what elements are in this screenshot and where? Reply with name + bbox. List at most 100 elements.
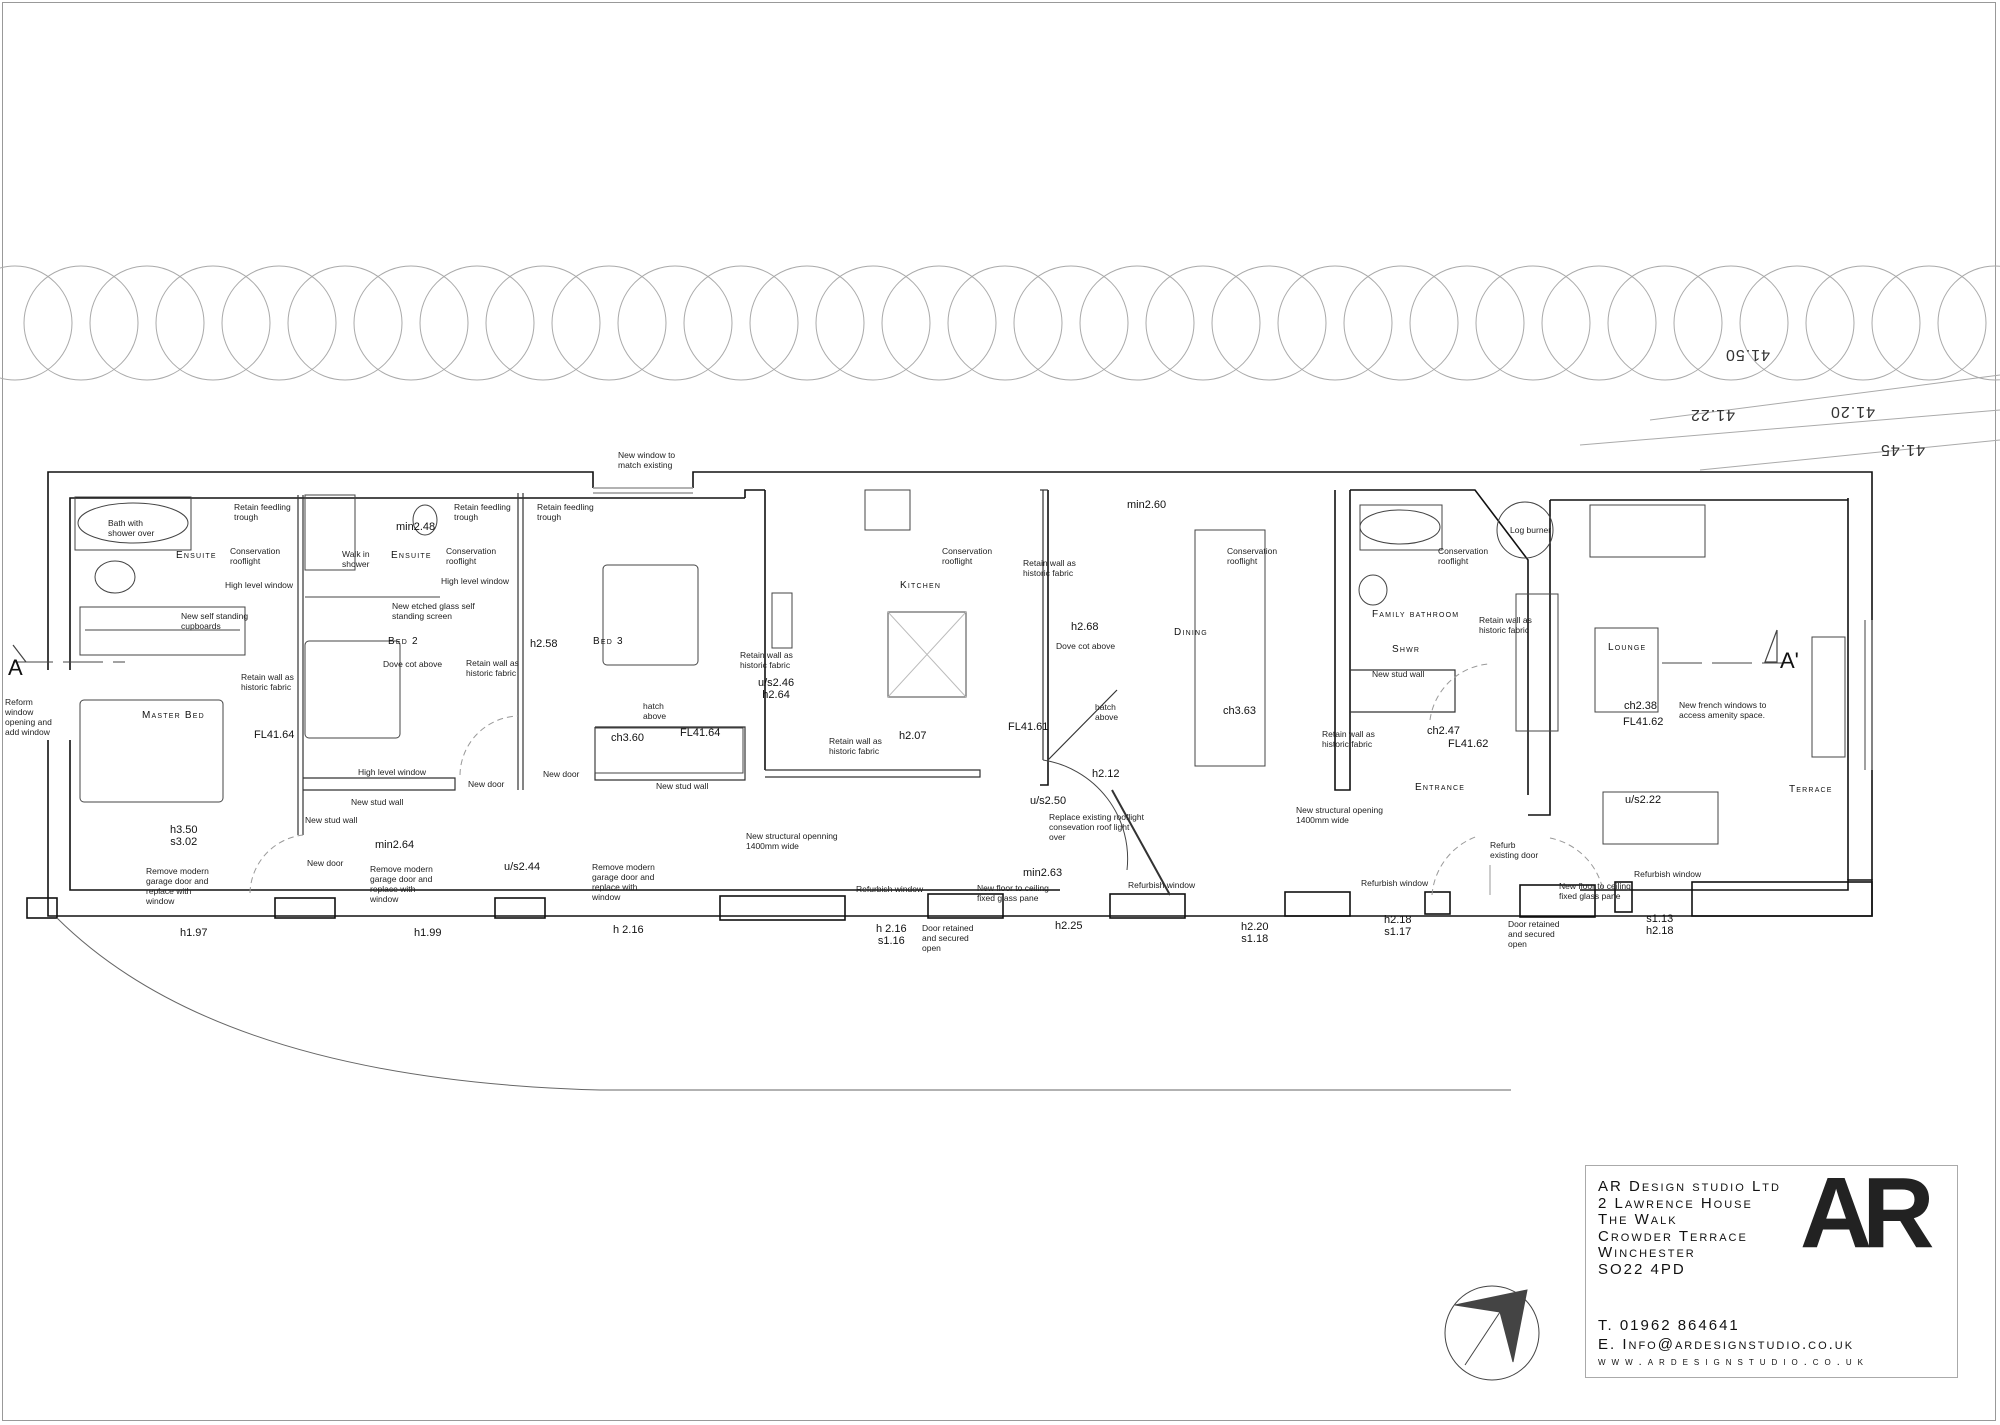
tree-canopy — [749, 265, 865, 381]
dimension-label: min2.60 — [1127, 499, 1167, 511]
room-master-bed: Master Bed — [142, 710, 205, 721]
dimension-label: u/s2.50 — [1030, 795, 1067, 807]
annotation-note: New stud wall — [351, 797, 404, 807]
dimension-label: FL41.62 — [1448, 738, 1489, 750]
tree-canopy — [1673, 265, 1789, 381]
tree-canopy — [1079, 265, 1195, 381]
tree-canopy — [0, 265, 73, 381]
room-family-bathroom: Family bathroom — [1372, 609, 1460, 620]
level-41-50: 41.50 — [1725, 346, 1771, 363]
section-line — [13, 661, 1790, 664]
annotation-note: New door — [307, 858, 344, 868]
tree-canopy — [947, 265, 1063, 381]
annotation-note: Door retained and secured open — [922, 923, 974, 953]
annotation-note: New stud wall — [1372, 669, 1425, 679]
annotation-note: Log burner — [1510, 525, 1552, 535]
tree-canopy — [815, 265, 931, 381]
section-mark-a-prime: A' — [1780, 648, 1799, 673]
annotation-note: Retain feedling trough — [537, 502, 594, 522]
address-line: 2 Lawrence House — [1598, 1195, 1753, 1212]
tree-canopy — [1211, 265, 1327, 381]
annotation-note: Replace existing rooflight consevation r… — [1049, 812, 1144, 842]
level-41-45: 41.45 — [1880, 441, 1926, 458]
annotation-note: Bath with shower over — [108, 518, 155, 538]
dimension-label: h2.07 — [899, 730, 927, 742]
dimension-label: h1.97 — [180, 927, 208, 939]
room-dining: Dining — [1174, 627, 1208, 638]
annotation-note: Retain wall as historic fabric — [740, 650, 793, 670]
tree-canopy — [881, 265, 997, 381]
dimension-label: ch2.47 — [1427, 725, 1461, 737]
level-lines — [1579, 374, 2000, 471]
annotation-note: Door retained and secured open — [1508, 919, 1560, 949]
annotation-note: Reform window opening and add window — [5, 697, 52, 737]
address-line: Crowder Terrace — [1598, 1228, 1748, 1245]
dimension-label: ch2.38 — [1624, 700, 1658, 712]
tree-canopy — [1937, 265, 2000, 381]
annotation-note: Retain feedling trough — [454, 502, 511, 522]
annotation-note: Retain wall as historic fabric — [241, 672, 294, 692]
website-link[interactable]: www.ardesignstudio.co.uk — [1598, 1356, 1869, 1368]
tree-canopy — [617, 265, 733, 381]
dimension-label: u/s2.46 h2.64 — [758, 677, 795, 701]
room-bed-3: Bed 3 — [593, 636, 624, 647]
dimension-label: s1.13 h2.18 — [1646, 913, 1674, 937]
dimension-label: h 2.16 s1.16 — [876, 923, 907, 947]
annotation-note: Conservation rooflight — [230, 546, 281, 566]
annotation-note: New door — [468, 779, 505, 789]
tree-canopy — [485, 265, 601, 381]
annotation-note: Conservation rooflight — [1438, 546, 1489, 566]
dimension-label: FL41.61 — [1008, 721, 1049, 733]
dimension-label: h2.20 s1.18 — [1241, 921, 1269, 945]
annotation-note: hatch above — [1095, 702, 1119, 722]
address-line: Winchester — [1598, 1244, 1696, 1261]
tree-canopy — [89, 265, 205, 381]
tree-canopy — [1013, 265, 1129, 381]
room-ensuite-2: Ensuite — [391, 550, 432, 561]
section-arrow-a-prime — [1764, 629, 1778, 663]
annotation-note: hatch above — [643, 701, 667, 721]
section-mark-a: A — [8, 655, 23, 680]
dimension-label: FL41.64 — [680, 727, 721, 739]
tree-canopy — [287, 265, 403, 381]
tree-canopy — [551, 265, 667, 381]
north-arrow-icon — [1444, 1285, 1540, 1381]
dimension-label: h1.99 — [414, 927, 442, 939]
dimension-label: u/s2.22 — [1625, 794, 1662, 806]
tree-canopy — [1871, 265, 1987, 381]
tree-canopy — [1805, 265, 1921, 381]
annotation-note: Dove cot above — [383, 659, 443, 669]
annotation-note: New floor to ceiling fixed glass pane — [1559, 881, 1631, 901]
room-ensuite-1: Ensuite — [176, 550, 217, 561]
annotation-note: Retain wall as historic fabric — [1479, 615, 1532, 635]
annotation-note: Remove modern garage door and replace wi… — [146, 866, 209, 906]
level-41-22: 41.22 — [1690, 406, 1736, 423]
dimension-label: min2.48 — [396, 521, 436, 533]
annotation-note: Retain wall as historic fabric — [466, 658, 519, 678]
dimension-label: h2.25 — [1055, 920, 1083, 932]
dimension-label: h2.68 — [1071, 621, 1099, 633]
annotation-note: Retain wall as historic fabric — [1023, 558, 1076, 578]
company-name: AR Design studio Ltd — [1598, 1178, 1781, 1195]
dimension-label: h 2.16 — [613, 924, 644, 936]
annotation-note: Conservation rooflight — [446, 546, 497, 566]
annotation-note: Walk in shower — [342, 549, 370, 569]
outer-walls — [26, 471, 1873, 921]
room-terrace: Terrace — [1789, 784, 1833, 795]
dimension-label: h2.58 — [530, 638, 558, 650]
dimension-label: FL41.62 — [1623, 716, 1664, 728]
room-bed-2: Bed 2 — [388, 636, 419, 647]
tree-canopy — [1475, 265, 1591, 381]
dimension-label: FL41.64 — [254, 729, 295, 741]
annotation-note: New etched glass self standing screen — [392, 601, 475, 621]
dimension-label: min2.64 — [375, 839, 415, 851]
address-line: The Walk — [1598, 1211, 1678, 1228]
email-link[interactable]: E. Info@ardesignstudio.co.uk — [1598, 1336, 1855, 1353]
annotation-note: High level window — [358, 767, 427, 777]
annotation-note: Refurbish window — [856, 884, 924, 894]
tree-canopy — [683, 265, 799, 381]
annotation-note: Dove cot above — [1056, 641, 1116, 651]
annotation-note: New floor to ceiling fixed glass pane — [977, 883, 1049, 903]
tree-canopy — [23, 265, 139, 381]
